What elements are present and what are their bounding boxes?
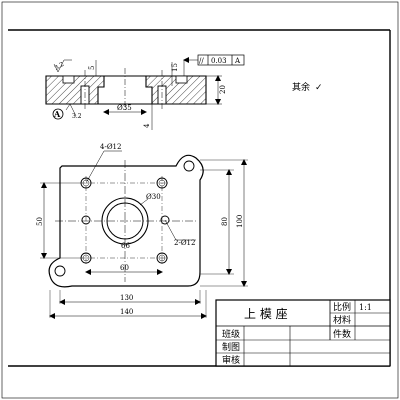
dim-140: 140 [120, 308, 133, 316]
tolerance-datum: A [234, 57, 241, 65]
remaining-note-text: 其余 [292, 81, 310, 93]
scale-value: 1:1 [359, 303, 372, 312]
remaining-note-symbol: ✓ [315, 83, 323, 93]
side-hole-right [160, 215, 170, 225]
tolerance-symbol: // [199, 57, 204, 65]
dim-20: 20 [219, 85, 227, 94]
dim-80: 80 [221, 217, 229, 226]
dim-60: 60 [120, 264, 129, 272]
dim-bore-dia: Ø35 [117, 104, 132, 112]
dim-15: 15 [171, 63, 179, 72]
checked-label: 审核 [222, 354, 240, 366]
ear-hole-top-right [183, 160, 195, 172]
dim-4: 4 [143, 123, 151, 128]
scale-label: 比例 [333, 301, 351, 313]
drawn-label: 制图 [222, 341, 240, 353]
roughness-bottom: 3.2 [72, 113, 82, 120]
label-holes-4: 4-Ø12 [100, 143, 121, 151]
tolerance-frame: // 0.03 A [183, 54, 245, 76]
tolerance-value: 0.03 [211, 57, 227, 65]
dim-5: 5 [88, 66, 96, 70]
section-left-hatch [45, 75, 105, 105]
plate-outline [48, 154, 204, 288]
datum-label: A [53, 109, 61, 119]
dim-130: 130 [120, 294, 133, 302]
class-label: 班级 [222, 328, 240, 340]
remaining-finish-note: 其余 ✓ [292, 81, 323, 93]
material-label: 材料 [333, 314, 351, 326]
plan-view: 4-Ø12 Ø30 2-Ø12 66 50 80 100 60 130 [36, 143, 248, 319]
roughness-top: 3.2 [54, 61, 66, 72]
dim-100: 100 [236, 215, 244, 228]
label-center-bore: Ø30 [146, 193, 161, 201]
datum-circle [52, 108, 64, 120]
dim-66: 66 [121, 242, 130, 250]
ear-hole-bottom-left [54, 265, 66, 277]
label-holes-2: 2-Ø12 [174, 239, 195, 247]
dim-50: 50 [36, 217, 44, 226]
part-name: 上 模 座 [244, 306, 288, 321]
quantity-label: 件数 [333, 328, 351, 340]
section-view: 5 15 20 Ø35 4 3.2 3.2 A // 0.03 [45, 54, 245, 130]
title-block: 上 模 座 比例 1:1 材料 件数 班级 制图 审核 [215, 299, 391, 367]
